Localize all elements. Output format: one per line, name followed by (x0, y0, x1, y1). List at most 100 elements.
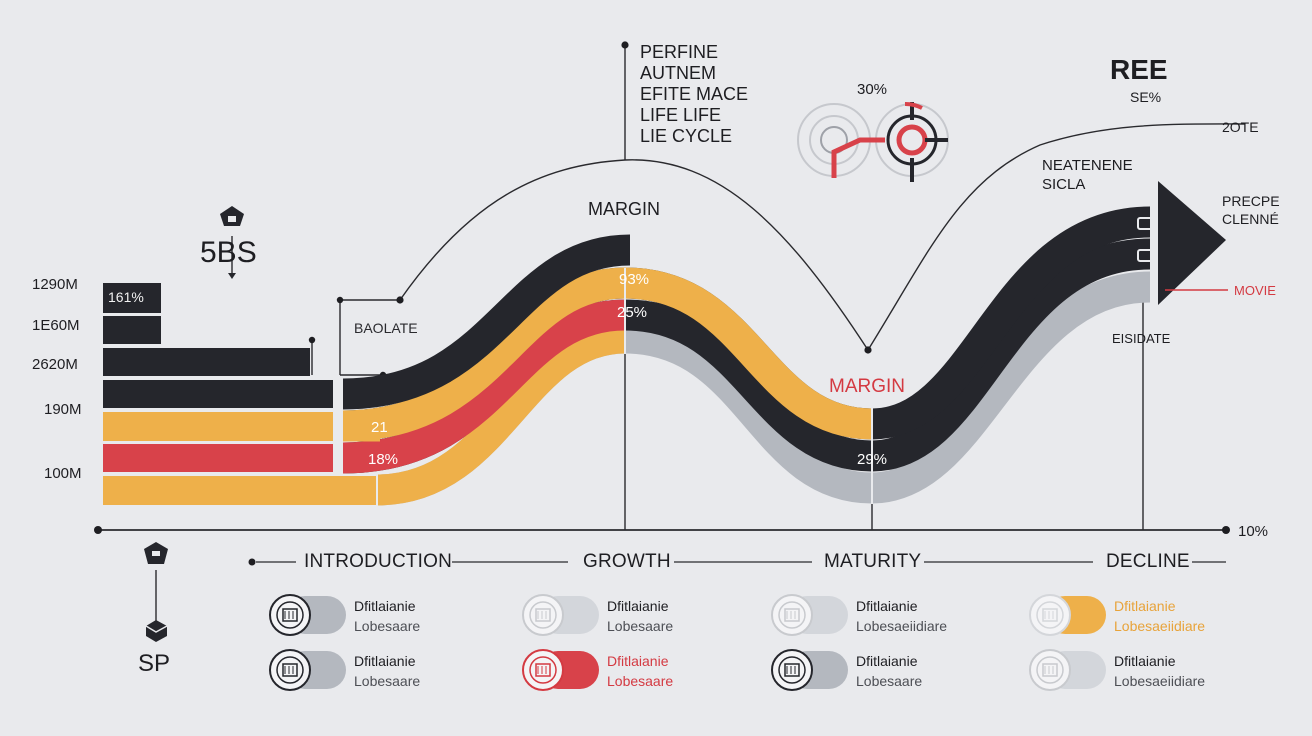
legend-grid-icon (282, 663, 298, 677)
dark-band-rise (342, 234, 631, 410)
title-line-4: LIFE LIFE (640, 105, 722, 125)
bar-1290m (103, 283, 161, 313)
top-bar-pct: 161% (108, 289, 144, 305)
gauge-value: 30% (857, 81, 888, 98)
band-label-21: 21 (371, 419, 388, 436)
top-right-note: 2OTE (1222, 119, 1259, 135)
legend-knob-inner (529, 601, 557, 629)
legend-grid-icon (535, 608, 551, 622)
legend-toggle-icon (522, 649, 599, 691)
legend-title: Dfitlaianie (354, 598, 416, 614)
legend-knob-inner (276, 601, 304, 629)
legend-toggle-icon (269, 649, 346, 691)
stage-maturity: MATURITY (824, 551, 922, 572)
axis-start-dot (94, 526, 102, 534)
movie-label: MOVIE (1234, 283, 1276, 298)
legend-title: Dfitlaianie (856, 653, 918, 669)
eisidate-label: EISIDATE (1112, 331, 1171, 346)
arrow-marker-bottom (1137, 249, 1153, 262)
arrow-head-icon (1158, 181, 1226, 305)
margin-top-label: MARGIN (588, 199, 660, 219)
stage-row-lines (248, 558, 1226, 566)
legend-knob-inner (1036, 656, 1064, 684)
legend-subtitle: Lobesaare (856, 673, 923, 689)
axis-end-label: 10% (1238, 523, 1269, 540)
y-label-5: 100M (44, 465, 82, 482)
y-label-4: 190M (44, 401, 82, 418)
legend-subtitle: Lobesaeiidiare (1114, 618, 1206, 634)
y-label-2: 1E60M (32, 317, 80, 334)
stage-decline: DECLINE (1106, 551, 1190, 572)
box-icon (145, 620, 168, 642)
title-dot (621, 41, 629, 49)
legend-knob-inner (778, 656, 806, 684)
legend-subtitle: Lobesaeiidiare (1114, 673, 1206, 689)
legend-knob (771, 649, 813, 691)
legend-knob (269, 649, 311, 691)
band-separators (338, 268, 873, 506)
neatenene-label: NEATENENE (1042, 157, 1133, 174)
legend-subtitle: Lobesaare (607, 618, 674, 634)
house-icon-bottom (144, 542, 168, 564)
bar-190m (103, 412, 333, 441)
legend-toggle-icon (771, 594, 848, 636)
legend-knob (269, 594, 311, 636)
pct-93-label: 93% (619, 271, 650, 288)
axis-end-dot (1222, 526, 1230, 534)
bar-100m (103, 476, 377, 505)
legend-knob (1029, 649, 1071, 691)
legend-subtitle: Lobesaare (607, 673, 674, 689)
legend-title: Dfitlaianie (1114, 653, 1176, 669)
legend-knob (522, 594, 564, 636)
bar-dark-base (103, 380, 333, 408)
right-curve-line (867, 123, 1246, 351)
legend-knob (1029, 594, 1071, 636)
bar-red-base (103, 444, 333, 472)
bar-end-dot (308, 336, 316, 344)
legend-toggle-icon (269, 594, 346, 636)
legend-toggle-icon (1029, 594, 1106, 636)
pct-29-label: 29% (857, 451, 888, 468)
band-label-18: 18% (368, 451, 399, 468)
top-right-subheading: SE% (1130, 89, 1162, 105)
margin-mid-label: MARGIN (829, 376, 905, 397)
legend-grid-icon (1042, 608, 1058, 622)
preppe-label: PRECPE (1222, 193, 1280, 209)
y-label-1: 1290M (32, 276, 78, 293)
legend-title: Dfitlaianie (607, 653, 669, 669)
stage-growth: GROWTH (583, 551, 671, 572)
legend-grid-icon (784, 608, 800, 622)
legend-subtitle: Lobesaare (354, 618, 421, 634)
title-line-1: PERFINE (640, 42, 719, 62)
title-line-3: EFITE MACE (640, 84, 749, 104)
legend-grid-icon (282, 608, 298, 622)
legend-title: Dfitlaianie (1114, 598, 1176, 614)
legend-subtitle: Lobesaeiidiare (856, 618, 948, 634)
top-right-heading: REE (1110, 54, 1168, 85)
legend-knob (522, 649, 564, 691)
bottom-left-label: SP (138, 650, 171, 677)
pct-25-label: 25% (617, 304, 648, 321)
legend-title: Dfitlaianie (354, 653, 416, 669)
house-icon (220, 206, 244, 279)
legend-subtitle: Lobesaare (354, 673, 421, 689)
legend-knob-inner (778, 601, 806, 629)
legend-grid-icon (1042, 663, 1058, 677)
legend-knob-inner (529, 656, 557, 684)
top-left-label: 5BS (200, 236, 257, 269)
curve-start-dot (396, 296, 404, 304)
baolate-label: BAOLATE (354, 320, 418, 336)
